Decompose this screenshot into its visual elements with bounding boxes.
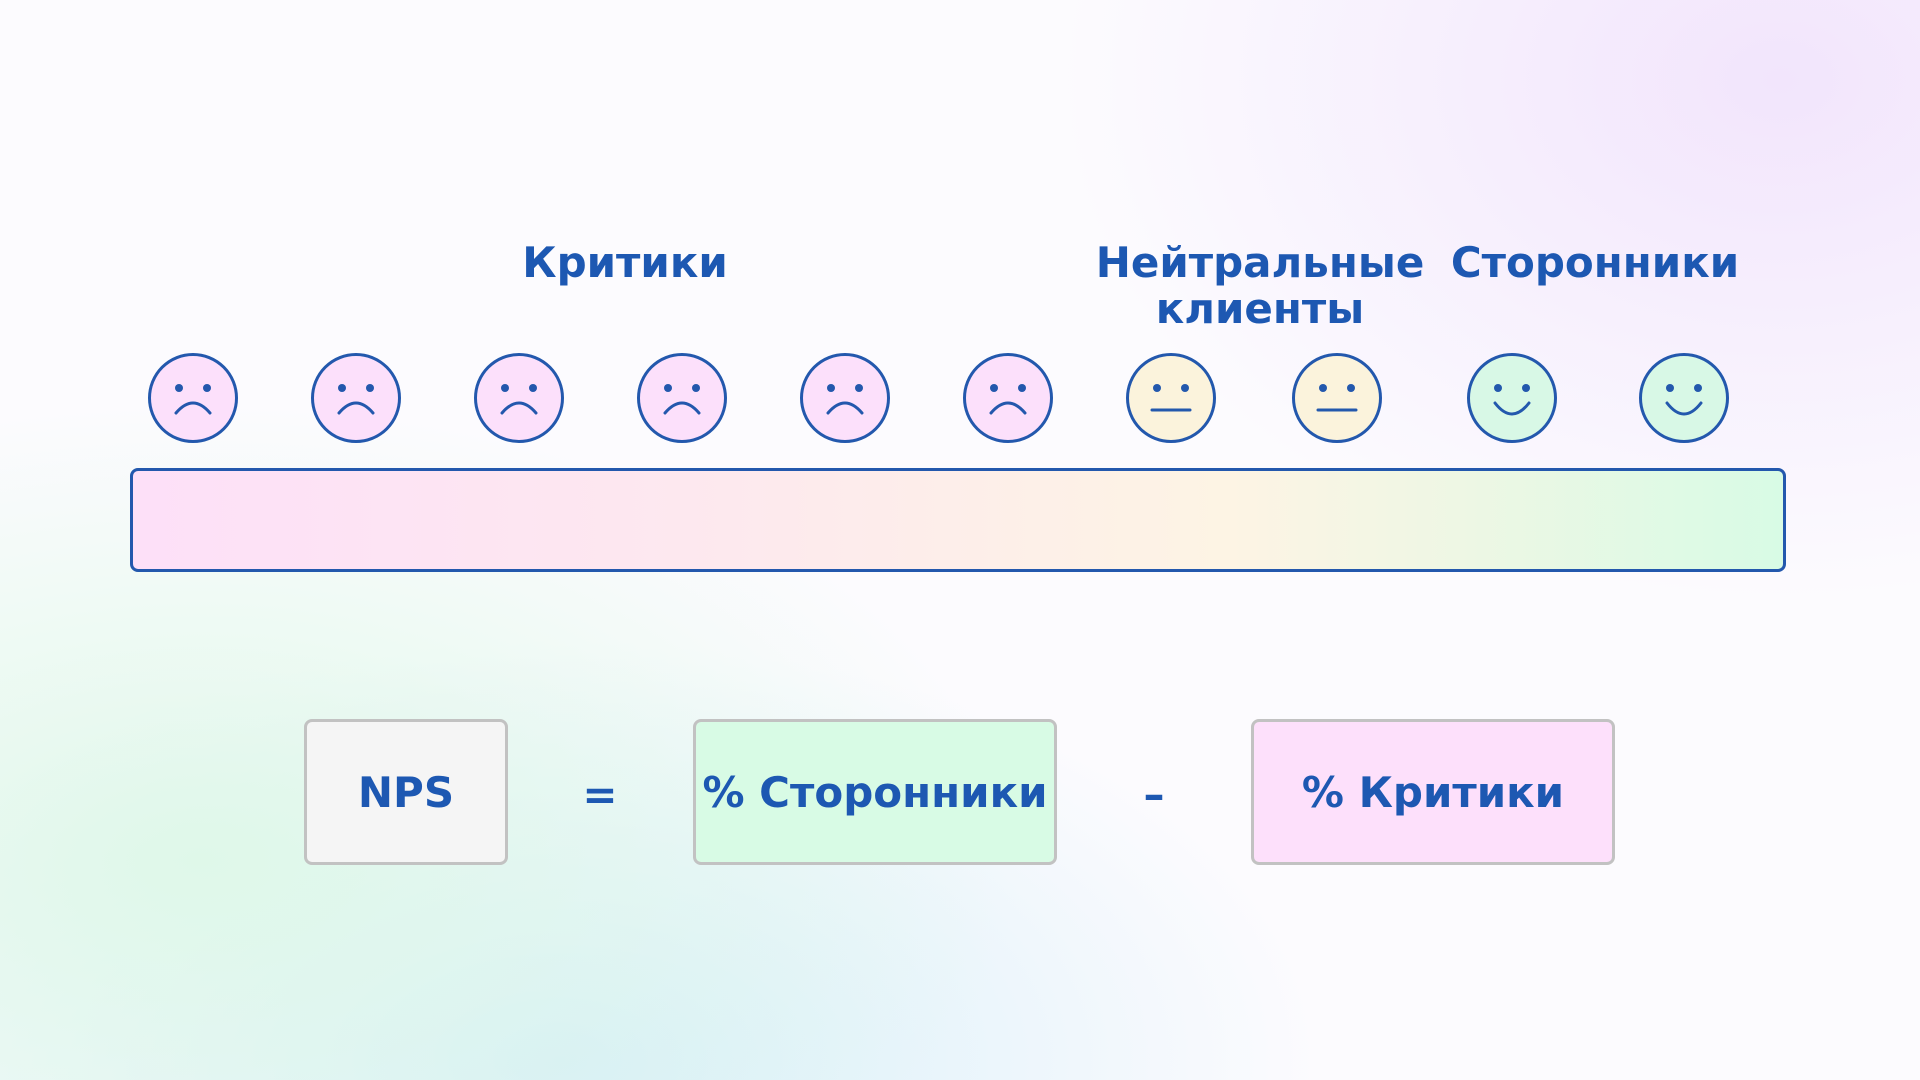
detractors-label: Критики <box>522 238 728 287</box>
sad-face-icon <box>147 352 239 444</box>
sad-face-icon <box>473 352 565 444</box>
nps-box: NPS <box>304 719 508 865</box>
passives-label: Нейтральные клиенты <box>1095 238 1425 333</box>
neutral-face-icon <box>1291 352 1383 444</box>
sad-face-icon <box>799 352 891 444</box>
rating-scale-bar <box>130 468 1786 572</box>
neutral-face-icon <box>1125 352 1217 444</box>
promoters-percent-box: % Сторонники <box>693 719 1057 865</box>
equals-sign: = <box>582 770 618 819</box>
happy-face-icon <box>1638 352 1730 444</box>
sad-face-icon <box>310 352 402 444</box>
minus-sign: – <box>1143 770 1165 819</box>
sad-face-icon <box>636 352 728 444</box>
sad-face-icon <box>962 352 1054 444</box>
happy-face-icon <box>1466 352 1558 444</box>
promoters-label: Сторонники <box>1450 238 1740 287</box>
detractors-percent-box: % Критики <box>1251 719 1615 865</box>
